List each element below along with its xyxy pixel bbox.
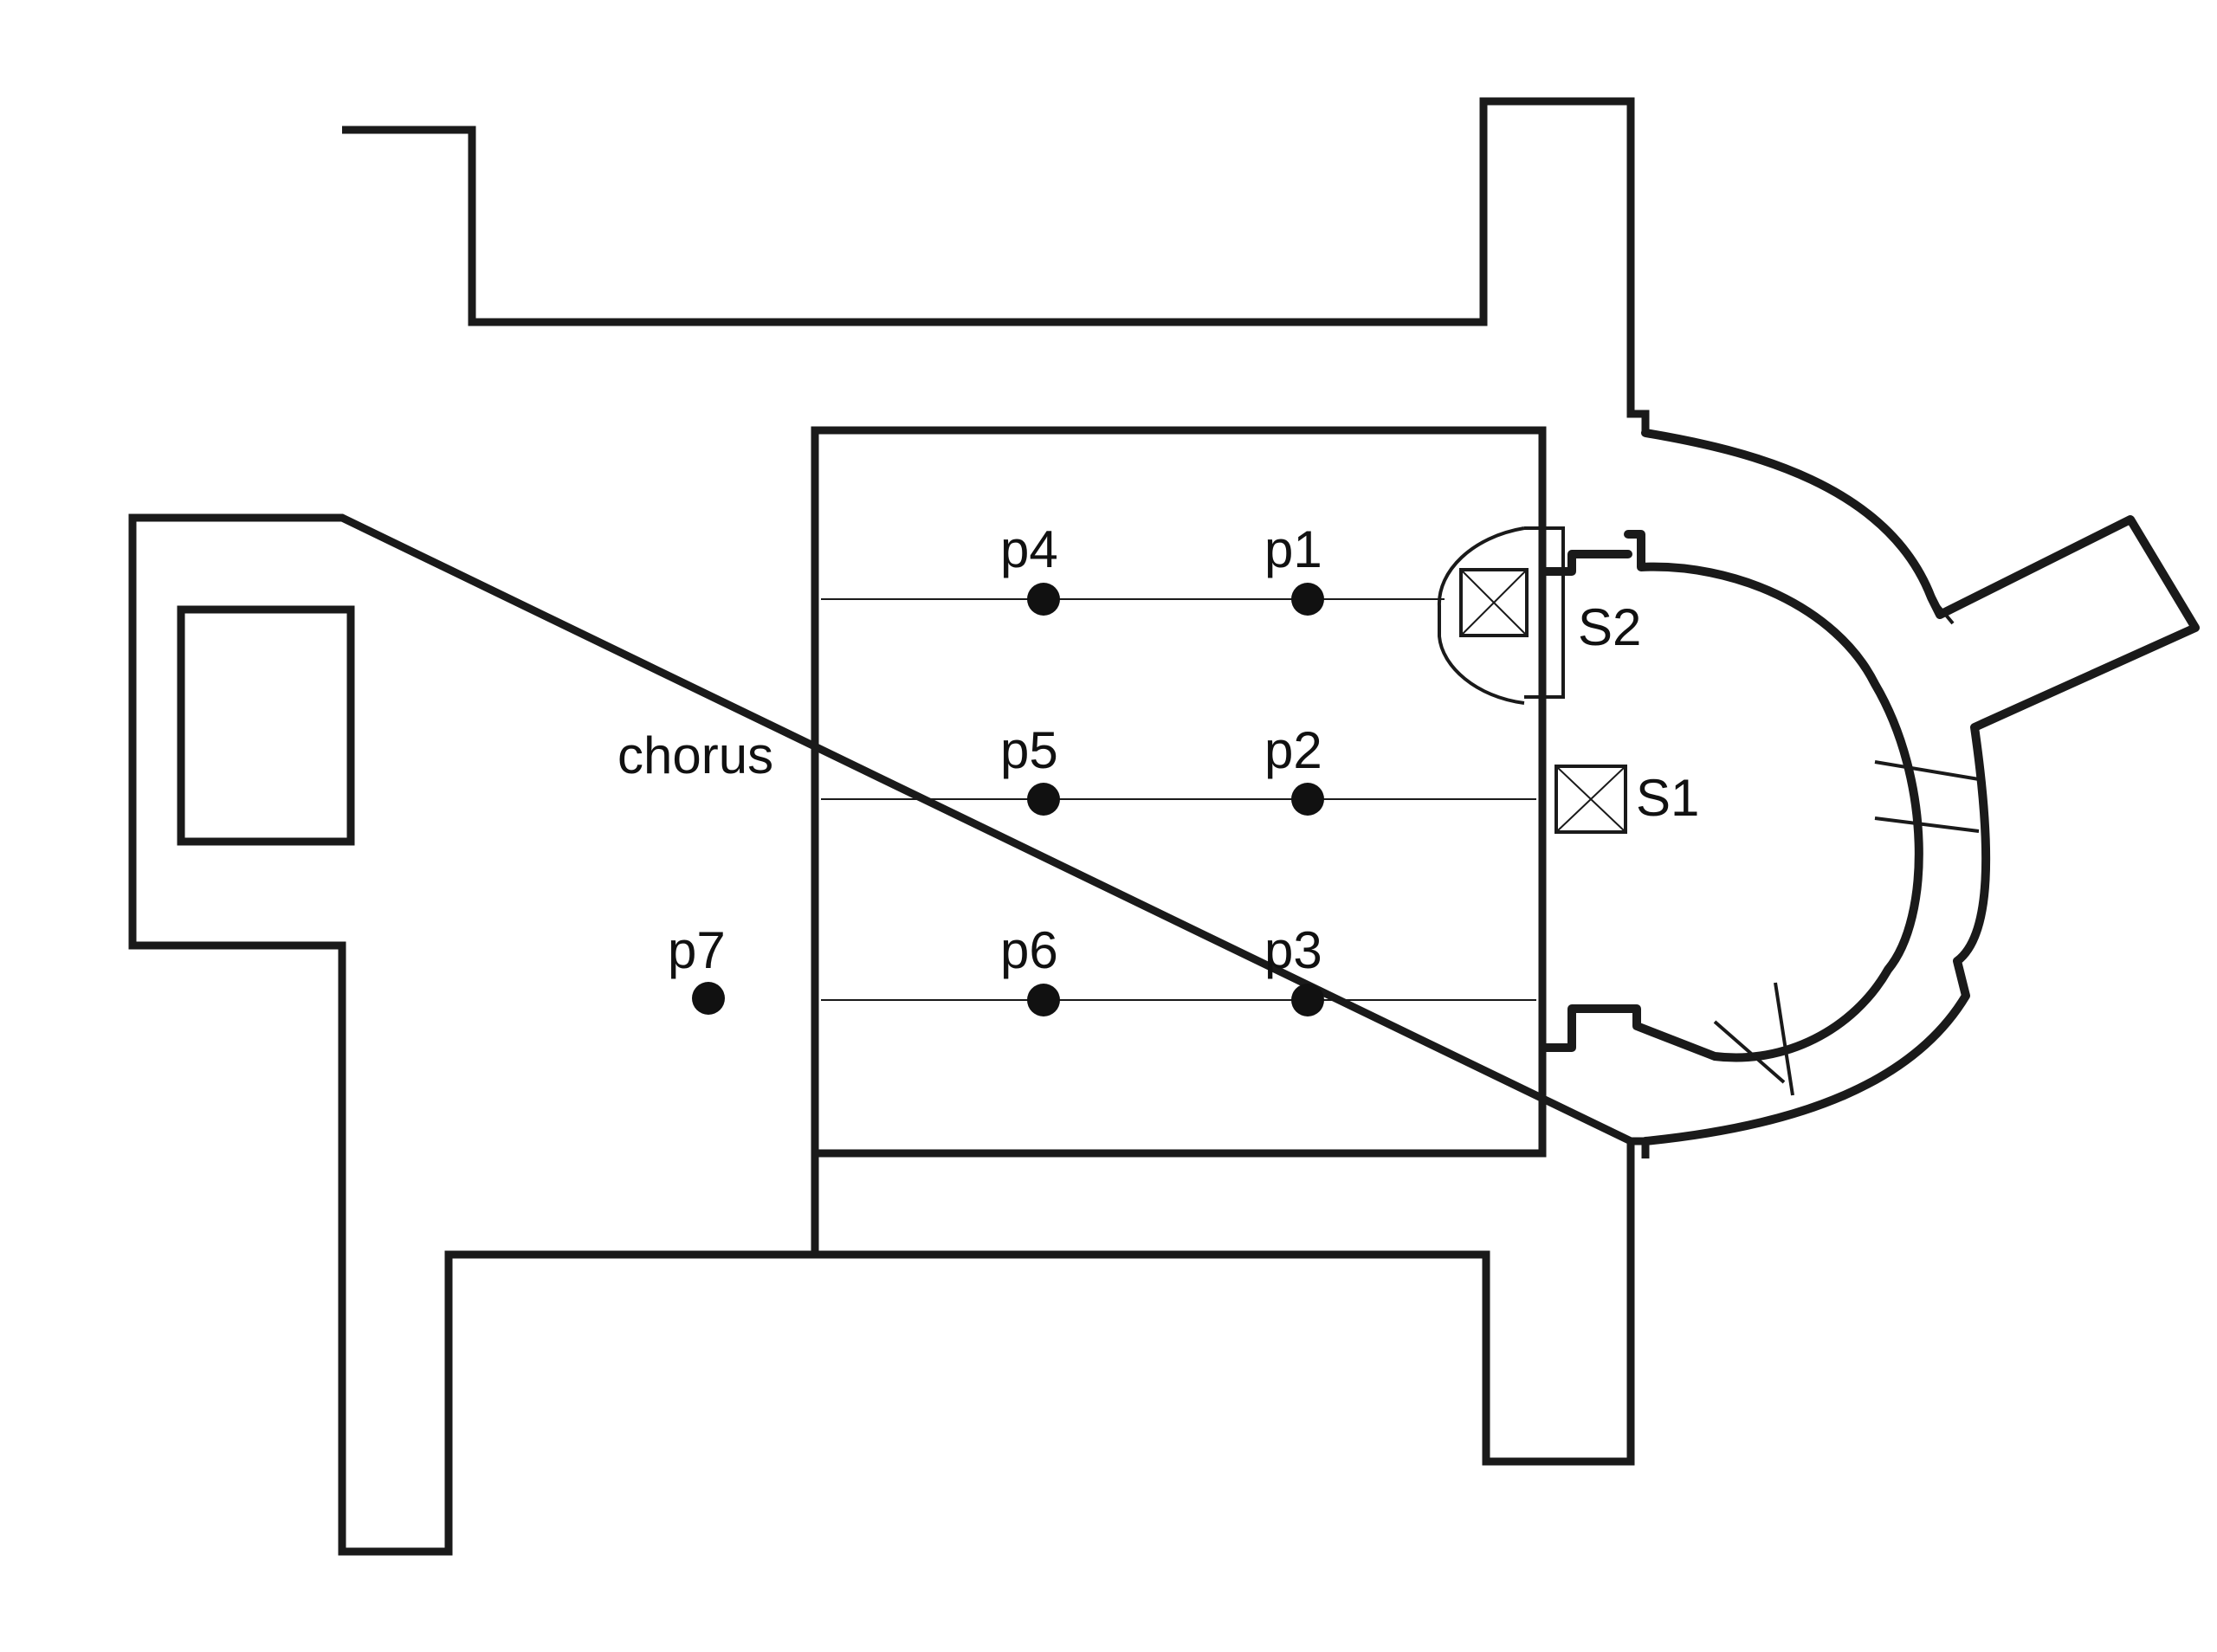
receiver-p5: p5 bbox=[1000, 721, 1060, 816]
receiver-p3-label: p3 bbox=[1264, 921, 1322, 979]
measurement-lines bbox=[821, 598, 1536, 1001]
receiver-p6-dot bbox=[1027, 984, 1060, 1016]
receiver-p2: p2 bbox=[1264, 721, 1324, 816]
receiver-p5-label: p5 bbox=[1000, 721, 1058, 779]
apse-buttress-3 bbox=[1929, 596, 1955, 625]
room-label-chorus: chorus bbox=[617, 726, 773, 784]
receiver-p7-dot bbox=[692, 982, 725, 1015]
building-outline bbox=[128, 97, 1650, 1556]
source-s1: S1 bbox=[1554, 765, 1699, 834]
receiver-p2-label: p2 bbox=[1264, 721, 1322, 779]
receiver-p1-dot bbox=[1291, 583, 1324, 616]
receiver-p1-label: p1 bbox=[1264, 520, 1322, 578]
receiver-p4: p4 bbox=[1000, 520, 1060, 616]
apse-inner-wall bbox=[1542, 530, 1923, 1062]
source-s2-cross bbox=[1460, 569, 1528, 636]
outer-wall bbox=[128, 97, 1650, 1556]
apse bbox=[1542, 429, 2200, 1145]
apse-buttress-1 bbox=[1874, 760, 1980, 833]
apse-outer-wall bbox=[1641, 429, 2200, 1145]
receiver-p7: p7 bbox=[668, 921, 726, 1015]
source-s1-label: S1 bbox=[1636, 769, 1699, 827]
source-s1-cross bbox=[1555, 765, 1626, 833]
apse-buttress-2 bbox=[1713, 982, 1794, 1096]
source-s2-marker bbox=[1459, 568, 1529, 637]
apse-inner-wall-upper bbox=[1542, 550, 1632, 576]
source-s1-marker bbox=[1554, 765, 1627, 834]
pulpit-outline bbox=[1437, 526, 1565, 705]
receiver-p4-label: p4 bbox=[1000, 520, 1058, 578]
receiver-p5-dot bbox=[1027, 783, 1060, 816]
receiver-p6-label: p6 bbox=[1000, 921, 1058, 979]
chorus-enclosure bbox=[811, 426, 1547, 1255]
source-s2: S2 bbox=[1459, 568, 1641, 656]
receiver-p3-dot bbox=[1291, 984, 1324, 1016]
receiver-p2-dot bbox=[1291, 783, 1324, 816]
pulpit bbox=[1437, 526, 1565, 705]
chorus-rectangle bbox=[811, 426, 1547, 1158]
source-s2-label: S2 bbox=[1578, 598, 1641, 656]
receivers: p1 p2 p3 p4 p5 p6 p7 bbox=[668, 520, 1324, 1016]
receiver-p3: p3 bbox=[1264, 921, 1324, 1016]
west-annex bbox=[177, 605, 355, 846]
receiver-p7-label: p7 bbox=[668, 921, 726, 979]
receiver-p6: p6 bbox=[1000, 921, 1060, 1016]
receiver-p1: p1 bbox=[1264, 520, 1324, 616]
receiver-p4-dot bbox=[1027, 583, 1060, 616]
